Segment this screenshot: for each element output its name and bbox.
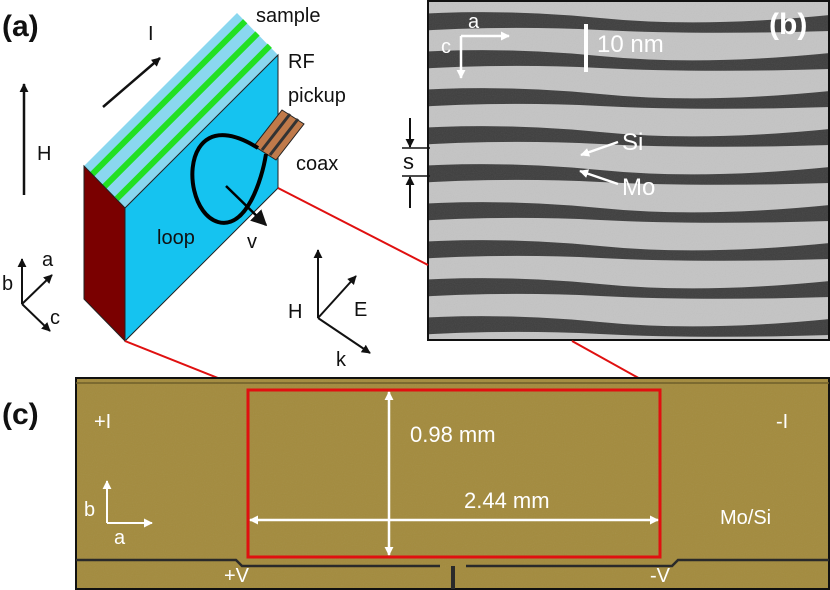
coax-label: coax: [296, 153, 338, 175]
plus-i-label: +I: [94, 411, 111, 433]
tem-frame: [427, 0, 830, 341]
layer-mo-label: Mo: [622, 174, 655, 201]
spacing-label: s: [403, 149, 414, 174]
plus-v-label: +V: [224, 565, 250, 587]
wave-e-arrow: [317, 275, 357, 319]
wave-k-label: k: [336, 349, 347, 371]
film-axis-a-label: a: [114, 527, 126, 549]
panel-c: (c) 0.98 mm 2.44 mm +I -I Mo/Si +V -V b …: [2, 377, 830, 590]
coax-stripe: [260, 113, 292, 151]
current-arrow: [102, 57, 161, 108]
coax-stripe: [268, 118, 300, 156]
film-noise: [76, 378, 829, 589]
axis-a-label: a: [42, 249, 54, 271]
mo-arrow: [579, 169, 619, 186]
sample-label: sample: [256, 5, 320, 27]
panel-a: (a) I H v loop sample RF pickup coax: [2, 5, 371, 371]
si-arrow: [580, 140, 619, 157]
rf-label: RF: [288, 51, 315, 73]
minus-i-label: -I: [776, 411, 788, 433]
axis-c-label: c: [50, 307, 60, 329]
velocity-label: v: [247, 231, 257, 253]
minus-v-label: -V: [650, 565, 671, 587]
wave-h-label: H: [288, 301, 302, 323]
material-label: Mo/Si: [720, 507, 771, 529]
green-stripe: [102, 31, 260, 189]
tem-axis-a-label: a: [468, 11, 480, 33]
pickup-loop: [190, 133, 268, 225]
width-label: 2.44 mm: [464, 488, 550, 513]
coax-cable: [253, 109, 305, 161]
field-label: H: [37, 143, 51, 165]
panel-label-a: (a): [2, 10, 39, 43]
scale-bar-label: 10 nm: [597, 31, 664, 58]
panel-b: a c 10 nm (b) Si Mo: [427, 0, 830, 341]
tem-axis-c-label: c: [441, 36, 451, 58]
lead-boundary-left: [76, 558, 440, 568]
pickup-label: pickup: [288, 85, 346, 107]
height-label: 0.98 mm: [410, 422, 496, 447]
panel-label-b: (b): [769, 8, 807, 41]
wave-k-arrow: [317, 317, 371, 354]
film-axis-b-label: b: [84, 499, 95, 521]
wave-e-label: E: [354, 299, 367, 321]
current-label: I: [148, 23, 154, 45]
panel-label-c: (c): [2, 398, 39, 431]
axis-c-arrow: [21, 303, 51, 332]
axis-b-label: b: [2, 273, 13, 295]
zoom-line-b: [277, 187, 429, 266]
lead-boundary-right: [466, 558, 829, 568]
layer-si-label: Si: [622, 129, 643, 156]
measurement-region: [246, 388, 662, 559]
tem-noise: [428, 1, 829, 340]
spacing-indicator: s: [402, 118, 430, 208]
velocity-arrow: [225, 185, 268, 227]
loop-label: loop: [157, 227, 195, 249]
axis-a-arrow: [21, 274, 53, 305]
green-stripe: [90, 19, 248, 177]
green-stripe: [114, 43, 272, 201]
